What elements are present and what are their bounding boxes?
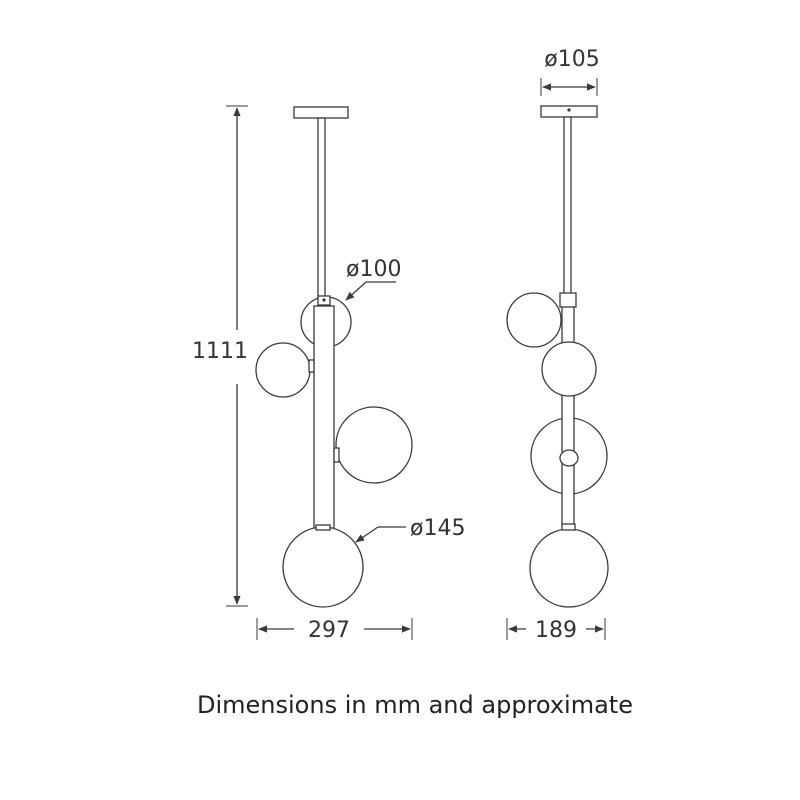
front-globe-bottom bbox=[282, 526, 364, 608]
side-globe-bottom bbox=[529, 528, 609, 608]
side-joint bbox=[559, 292, 577, 308]
side-socket-ring bbox=[559, 449, 579, 467]
large-globe-diameter-label: ø145 bbox=[410, 516, 465, 541]
side-bottom-socket bbox=[561, 523, 576, 531]
height-label: 1111 bbox=[192, 339, 248, 364]
front-socket-left bbox=[308, 359, 315, 373]
front-width-label: 297 bbox=[308, 618, 350, 643]
front-rod bbox=[317, 117, 326, 299]
front-stem bbox=[313, 305, 335, 529]
side-width-dimension: 189 bbox=[506, 618, 606, 643]
height-dimension: 1111 bbox=[192, 105, 248, 607]
large-globe-leader: ø145 bbox=[355, 516, 465, 543]
front-globe-left bbox=[255, 342, 311, 398]
side-globe-front bbox=[541, 341, 597, 397]
front-globe-right bbox=[335, 406, 413, 484]
side-view bbox=[506, 105, 609, 608]
small-globe-diameter-label: ø100 bbox=[346, 257, 401, 282]
front-socket-right bbox=[333, 447, 340, 463]
side-canopy-screw bbox=[567, 108, 571, 112]
front-bottom-socket bbox=[315, 524, 331, 531]
canopy-diameter-label: ø105 bbox=[544, 47, 599, 72]
front-canopy bbox=[293, 106, 349, 119]
front-view bbox=[255, 106, 413, 608]
side-rod bbox=[563, 116, 572, 296]
side-globe-top bbox=[506, 292, 562, 348]
front-joint-screw bbox=[322, 298, 326, 302]
caption: Dimensions in mm and approximate bbox=[197, 691, 633, 719]
front-width-dimension: 297 bbox=[256, 618, 413, 643]
small-globe-leader: ø100 bbox=[345, 257, 401, 301]
side-width-label: 189 bbox=[535, 618, 577, 643]
canopy-dimension: ø105 bbox=[540, 47, 600, 96]
side-stem bbox=[561, 295, 575, 527]
